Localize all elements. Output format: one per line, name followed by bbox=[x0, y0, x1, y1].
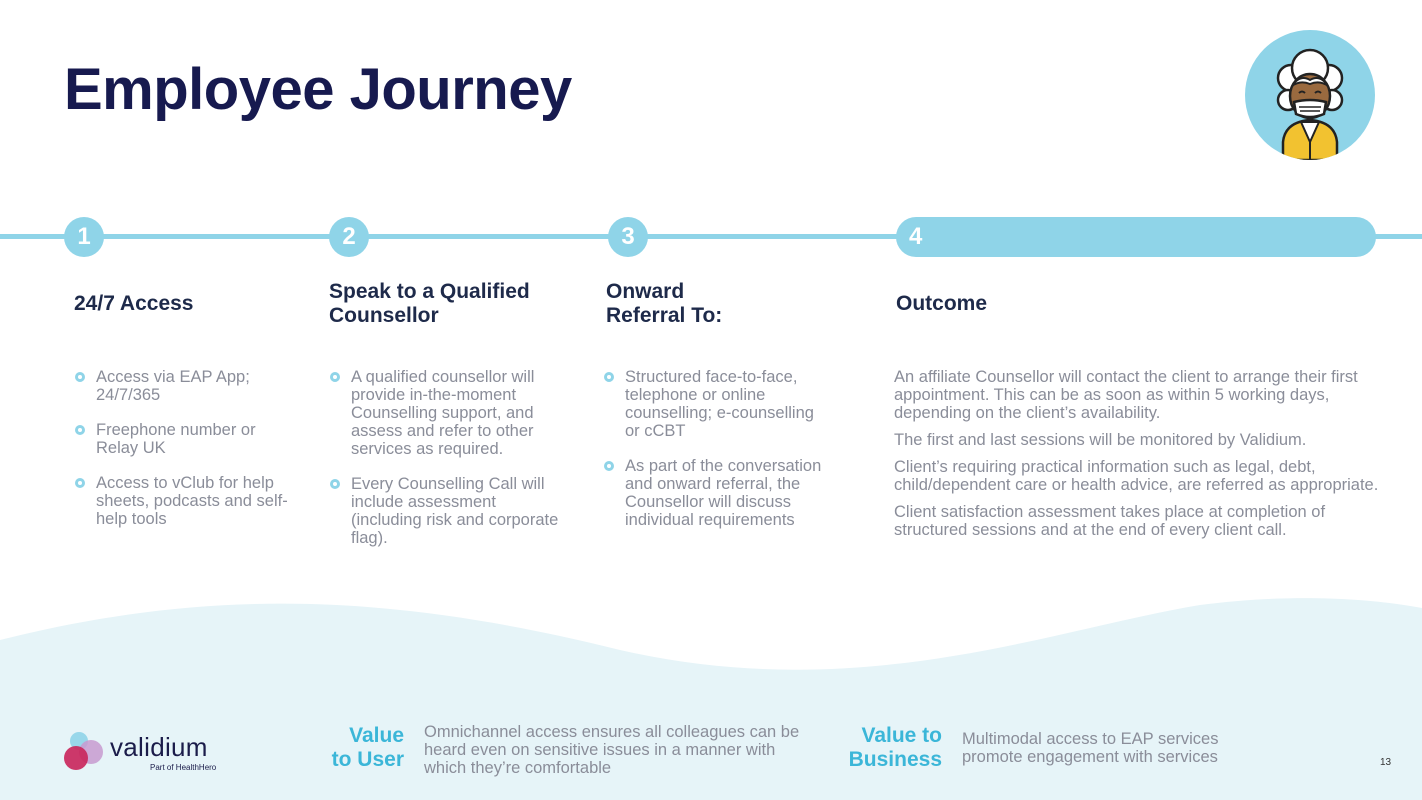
step-3-heading: Onward Referral To: bbox=[606, 280, 723, 327]
page-title: Employee Journey bbox=[64, 57, 572, 122]
list-item: Access to vClub for help sheets, podcast… bbox=[75, 474, 290, 528]
value-to-user-text: Omnichannel access ensures all colleague… bbox=[424, 723, 800, 777]
step-4-marker: 4 bbox=[896, 217, 1376, 257]
page-number: 13 bbox=[1380, 757, 1392, 768]
outcome-paragraph: The first and last sessions will be moni… bbox=[894, 431, 1307, 449]
step-1-marker: 1 bbox=[64, 217, 104, 257]
validium-logo: validium Part of HealthHero bbox=[62, 728, 232, 778]
bullet-dot-icon bbox=[75, 478, 85, 488]
step-2-bullets: A qualified counsellor will provide in-t… bbox=[330, 368, 570, 564]
bullet-dot-icon bbox=[604, 372, 614, 382]
step-1-bullets: Access via EAP App; 24/7/365 Freephone n… bbox=[75, 368, 290, 545]
value-to-user-label: Value to User bbox=[331, 724, 404, 771]
footer-wave-background bbox=[0, 598, 1422, 800]
validium-logo-icon bbox=[64, 732, 103, 770]
step-3-bullets: Structured face-to-face, telephone or on… bbox=[604, 368, 829, 546]
step-2-marker: 2 bbox=[329, 217, 369, 257]
outcome-paragraph: Client’s requiring practical information… bbox=[894, 458, 1379, 494]
bullet-dot-icon bbox=[330, 372, 340, 382]
list-item: Access via EAP App; 24/7/365 bbox=[75, 368, 290, 404]
step-1-heading: 24/7 Access bbox=[74, 292, 194, 315]
step-4-heading: Outcome bbox=[896, 292, 988, 315]
value-to-business-text: Multimodal access to EAP services promot… bbox=[962, 730, 1219, 766]
logo-wordmark: validium bbox=[110, 732, 208, 762]
list-item: As part of the conversation and onward r… bbox=[604, 457, 829, 529]
bullet-dot-icon bbox=[75, 372, 85, 382]
value-to-business-label: Value to Business bbox=[848, 724, 942, 771]
logo-subtitle: Part of HealthHero bbox=[150, 763, 217, 772]
bullet-dot-icon bbox=[75, 425, 85, 435]
list-item: Every Counselling Call will include asse… bbox=[330, 475, 570, 547]
elderly-woman-mask-icon bbox=[1245, 30, 1375, 160]
step-4-outcome-text: An affiliate Counsellor will contact the… bbox=[894, 368, 1384, 548]
timeline-line bbox=[0, 234, 1422, 239]
list-item: A qualified counsellor will provide in-t… bbox=[330, 368, 570, 458]
bullet-dot-icon bbox=[330, 479, 340, 489]
bullet-dot-icon bbox=[604, 461, 614, 471]
outcome-paragraph: An affiliate Counsellor will contact the… bbox=[894, 368, 1358, 422]
step-2-heading: Speak to a Qualified Counsellor bbox=[329, 280, 530, 327]
list-item: Structured face-to-face, telephone or on… bbox=[604, 368, 829, 440]
list-item: Freephone number or Relay UK bbox=[75, 421, 290, 457]
outcome-paragraph: Client satisfaction assessment takes pla… bbox=[894, 503, 1326, 539]
step-3-marker: 3 bbox=[608, 217, 648, 257]
